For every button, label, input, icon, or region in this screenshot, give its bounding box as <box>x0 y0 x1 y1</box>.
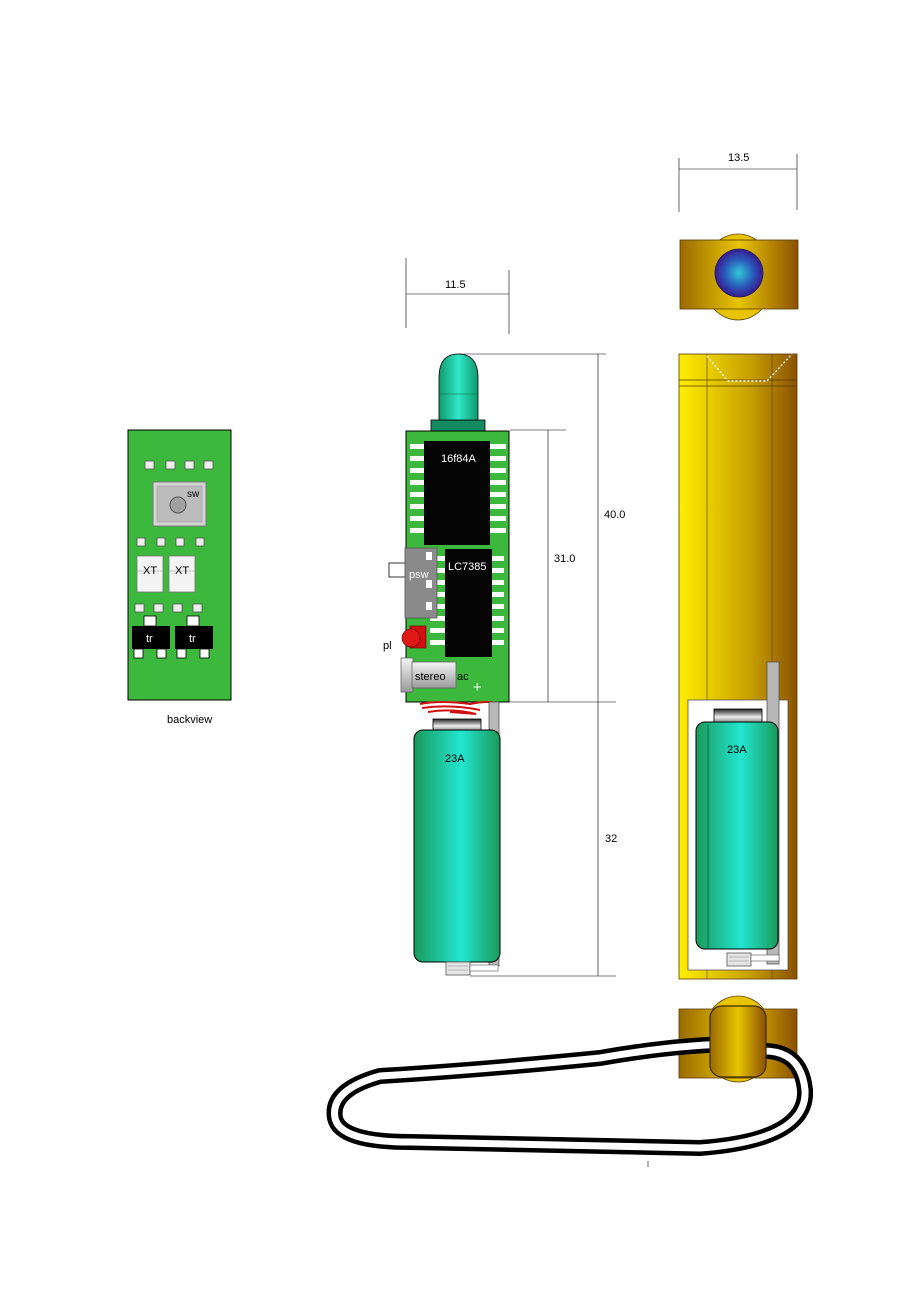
transistor-tr-1: tr <box>132 615 170 659</box>
stereo-jack: stereo <box>400 657 457 693</box>
tr-label-1: tr <box>146 633 153 645</box>
ir-led <box>430 353 486 432</box>
dim-total-height-label: 40.0 <box>604 509 625 521</box>
dim-front-width <box>405 258 510 334</box>
battery-23a-side: 23A <box>695 708 780 967</box>
tr-label-2: tr <box>189 633 196 645</box>
battery-label-side: 23A <box>727 744 747 756</box>
stereo-label: stereo <box>415 671 446 683</box>
pilot-lamp <box>401 625 427 649</box>
pads-row-bottom <box>134 603 203 613</box>
wire-squiggle <box>419 701 499 715</box>
strap-loop <box>326 1036 814 1156</box>
dim-front-width-label: 11.5 <box>445 279 466 291</box>
xt-label-2: XT <box>175 565 189 577</box>
chip-lc7385 <box>445 549 492 657</box>
top-cap <box>679 233 799 321</box>
dim-side-width-label: 13.5 <box>728 152 749 164</box>
strap-clip <box>709 1005 767 1078</box>
front-board: 16f84A LC7385 psw <box>388 430 510 703</box>
chip-16f84a <box>424 441 490 545</box>
dim-side-width <box>678 154 798 212</box>
push-switch-psw: psw <box>388 547 438 619</box>
battery-23a-front: 23A <box>413 718 501 976</box>
crystal-xt-2: XT <box>168 555 196 593</box>
chip1-pins <box>410 444 506 533</box>
chip2-label: LC7385 <box>448 561 487 573</box>
ac-label: ac <box>457 671 469 683</box>
battery-label-front: 23A <box>445 753 465 765</box>
dim-battery-height-label: 32 <box>605 833 617 845</box>
transistor-tr-2: tr <box>175 615 213 659</box>
chip1-label: 16f84A <box>441 453 477 465</box>
sw-label: sw <box>187 489 200 500</box>
backview-caption: backview <box>167 714 212 726</box>
backview-board: sw XT XT tr <box>127 429 232 701</box>
pads-row-mid <box>136 537 205 547</box>
crystal-xt-1: XT <box>136 555 164 593</box>
xt-label-1: XT <box>143 565 157 577</box>
pads-row-top <box>144 460 214 470</box>
switch-sw: sw <box>152 481 207 527</box>
chip2-pins <box>430 556 504 645</box>
psw-label: psw <box>409 569 429 581</box>
pl-label: pl <box>383 640 392 652</box>
dim-board-height-label: 31.0 <box>554 553 575 565</box>
plus-sign: + <box>473 679 482 696</box>
